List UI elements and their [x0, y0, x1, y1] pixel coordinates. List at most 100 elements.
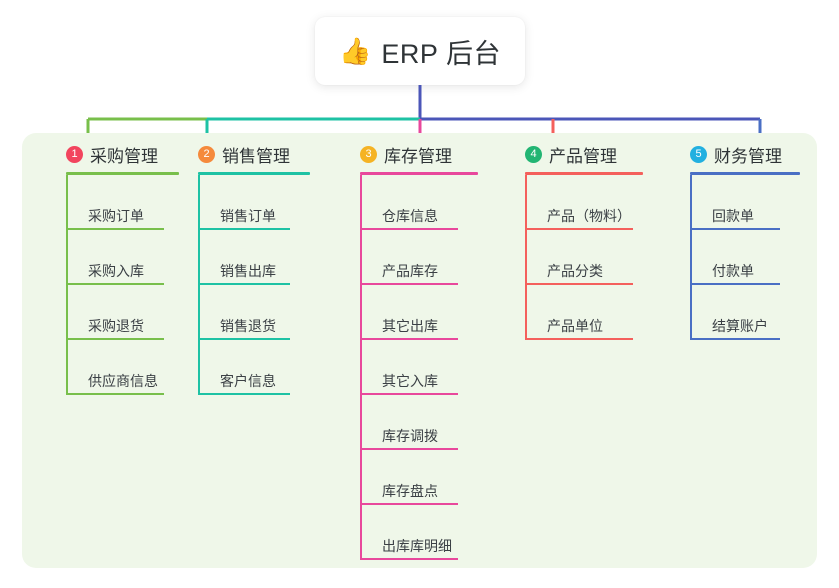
list-item-underline	[66, 228, 164, 230]
list-item-label: 采购入库	[88, 263, 144, 279]
list-item[interactable]: 产品单位	[525, 285, 690, 340]
branch-spine-line	[360, 175, 362, 560]
branch-header-5[interactable]: 5 财务管理	[690, 133, 820, 167]
list-item[interactable]: 客户信息	[198, 340, 360, 395]
branch-number-badge: 5	[690, 145, 707, 163]
list-item-label: 客户信息	[220, 373, 276, 389]
list-item[interactable]: 库存盘点	[360, 450, 525, 505]
branch-underline	[66, 172, 179, 175]
list-item-label: 销售出库	[220, 263, 276, 279]
list-item-label: 产品单位	[547, 318, 603, 334]
root-node-label: ERP 后台	[381, 38, 501, 69]
branch-underline	[690, 172, 800, 175]
branch-item-list: 采购订单采购入库采购退货供应商信息	[66, 175, 198, 395]
list-item[interactable]: 销售订单	[198, 175, 360, 230]
list-item-label: 采购退货	[88, 318, 144, 334]
list-item[interactable]: 产品库存	[360, 230, 525, 285]
branch-title: 采购管理	[90, 146, 158, 166]
list-item-underline	[525, 228, 633, 230]
branch-underline	[525, 172, 643, 175]
branch-header-1[interactable]: 1 采购管理	[66, 133, 198, 167]
branch-item-list: 仓库信息产品库存其它出库其它入库库存调拨库存盘点出库库明细	[360, 175, 525, 560]
list-item[interactable]: 产品（物料）	[525, 175, 690, 230]
list-item[interactable]: 付款单	[690, 230, 820, 285]
branch-item-list: 回款单付款单结算账户	[690, 175, 820, 340]
list-item-label: 产品库存	[382, 263, 438, 279]
list-item[interactable]: 采购订单	[66, 175, 198, 230]
list-item[interactable]: 采购退货	[66, 285, 198, 340]
thumbs-up-icon: 👍	[339, 36, 372, 66]
list-item-underline	[525, 283, 633, 285]
branch-underline	[360, 172, 478, 175]
list-item[interactable]: 结算账户	[690, 285, 820, 340]
list-item-label: 其它出库	[382, 318, 438, 334]
list-item-underline	[525, 338, 633, 340]
list-item-label: 其它入库	[382, 373, 438, 389]
list-item[interactable]: 产品分类	[525, 230, 690, 285]
branch-number-badge: 1	[66, 145, 83, 163]
list-item[interactable]: 其它出库	[360, 285, 525, 340]
list-item[interactable]: 回款单	[690, 175, 820, 230]
list-item-underline	[198, 393, 290, 395]
list-item[interactable]: 仓库信息	[360, 175, 525, 230]
list-item-underline	[66, 338, 164, 340]
branch-item-list: 产品（物料） 产品分类产品单位	[525, 175, 690, 340]
root-node-card[interactable]: 👍 ERP 后台	[315, 17, 525, 85]
list-item-underline	[360, 503, 458, 505]
list-item[interactable]: 销售出库	[198, 230, 360, 285]
list-item-label: 销售订单	[220, 208, 276, 224]
branch-spine-line	[525, 175, 527, 340]
branch-title: 销售管理	[222, 146, 290, 166]
list-item-underline	[360, 393, 458, 395]
branch-header-3[interactable]: 3 库存管理	[360, 133, 525, 167]
branch-title: 库存管理	[384, 146, 452, 166]
list-item[interactable]: 出库库明细	[360, 505, 525, 560]
branch-spine-line	[198, 175, 200, 395]
list-item-label: 结算账户	[712, 318, 768, 334]
list-item[interactable]: 销售退货	[198, 285, 360, 340]
branch-spine-line	[690, 175, 692, 340]
branch-header-4[interactable]: 4 产品管理	[525, 133, 690, 167]
list-item-label: 供应商信息	[88, 373, 158, 389]
list-item[interactable]: 采购入库	[66, 230, 198, 285]
branch-underline	[198, 172, 310, 175]
branch-item-list: 销售订单销售出库销售退货客户信息	[198, 175, 360, 395]
list-item-underline	[66, 283, 164, 285]
list-item-underline	[198, 228, 290, 230]
list-item-underline	[690, 283, 780, 285]
branch-column-5: 5 财务管理回款单付款单结算账户	[690, 133, 820, 340]
list-item[interactable]: 其它入库	[360, 340, 525, 395]
list-item[interactable]: 供应商信息	[66, 340, 198, 395]
branch-number-badge: 2	[198, 145, 215, 163]
list-item-underline	[360, 228, 458, 230]
branch-number-badge: 3	[360, 145, 377, 163]
list-item-label: 产品（物料）	[547, 208, 631, 224]
branch-column-2: 2 销售管理销售订单销售出库销售退货客户信息	[198, 133, 360, 395]
list-item-label: 产品分类	[547, 263, 603, 279]
branch-spine-line	[66, 175, 68, 395]
branch-number-badge: 4	[525, 145, 542, 163]
list-item-underline	[360, 338, 458, 340]
branch-column-4: 4 产品管理产品（物料） 产品分类产品单位	[525, 133, 690, 340]
list-item-underline	[360, 283, 458, 285]
branch-column-1: 1 采购管理采购订单采购入库采购退货供应商信息	[66, 133, 198, 395]
list-item-label: 付款单	[712, 263, 754, 279]
list-item-label: 库存盘点	[382, 483, 438, 499]
list-item-label: 回款单	[712, 208, 754, 224]
list-item-underline	[198, 283, 290, 285]
list-item-label: 出库库明细	[382, 538, 452, 554]
branch-title: 产品管理	[549, 146, 617, 166]
list-item-underline	[690, 228, 780, 230]
branch-column-3: 3 库存管理仓库信息产品库存其它出库其它入库库存调拨库存盘点出库库明细	[360, 133, 525, 560]
list-item-underline	[198, 338, 290, 340]
list-item-underline	[360, 558, 458, 560]
branch-title: 财务管理	[714, 146, 782, 166]
list-item-label: 库存调拨	[382, 428, 438, 444]
list-item[interactable]: 库存调拨	[360, 395, 525, 450]
list-item-label: 销售退货	[220, 318, 276, 334]
list-item-underline	[360, 448, 458, 450]
branch-header-2[interactable]: 2 销售管理	[198, 133, 360, 167]
list-item-underline	[66, 393, 164, 395]
list-item-underline	[690, 338, 780, 340]
